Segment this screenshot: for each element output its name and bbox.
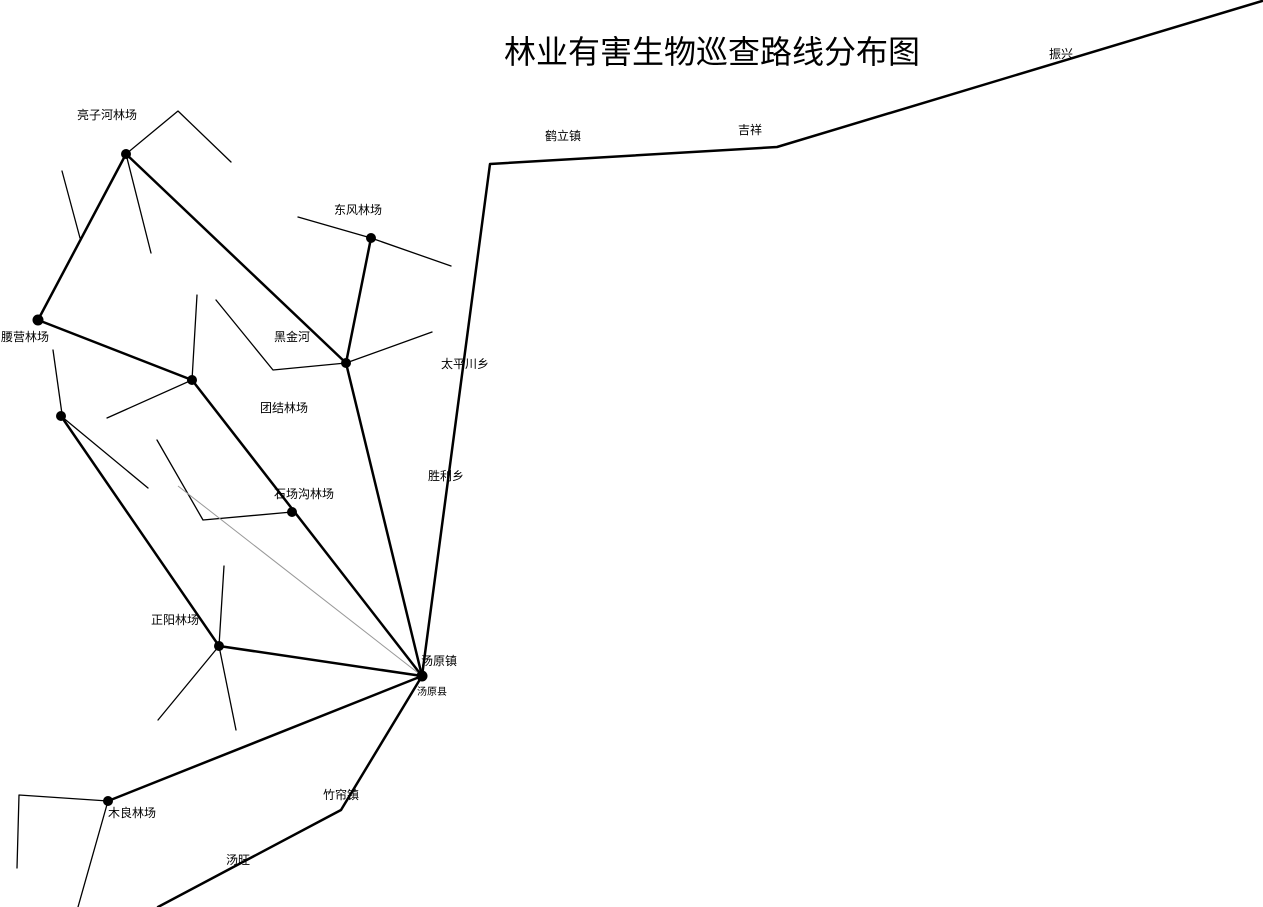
node-heijinhe bbox=[341, 358, 351, 368]
label-taipingchuan: 太平川乡 bbox=[441, 356, 489, 371]
label-zhengyang: 正阳林场 bbox=[151, 613, 199, 627]
label-shengli: 胜利乡 bbox=[428, 468, 464, 483]
label-shichanggou: 石场沟林场 bbox=[274, 487, 334, 501]
branch-roads bbox=[16, 110, 452, 907]
route-tangyuan-muliang bbox=[106, 674, 424, 803]
route-tangyuan-liangzihe bbox=[124, 152, 424, 678]
node-yaoying bbox=[32, 314, 44, 326]
branch-heijinhe-west bbox=[215, 299, 347, 371]
node-shichanggou bbox=[287, 507, 297, 517]
route-liangzihe-yaoying bbox=[36, 152, 424, 678]
main-routes bbox=[36, 0, 1263, 907]
label-tuanjie: 团结林场 bbox=[260, 401, 308, 415]
branch-liangzihe-ne bbox=[125, 110, 232, 163]
label-tangwang: 汤旺 bbox=[226, 853, 250, 867]
branch-liangzihe-s bbox=[125, 153, 152, 254]
branch-yaoying-se bbox=[60, 415, 149, 489]
branch-tuanjie-north bbox=[191, 294, 198, 381]
route-nodes bbox=[32, 149, 428, 806]
branch-heijinhe-east bbox=[345, 331, 433, 364]
node-liangzihe bbox=[121, 149, 131, 159]
branch-muliang-west bbox=[16, 794, 109, 869]
label-liangzihe: 亮子河林场 bbox=[77, 107, 137, 122]
branch-zhengyang-s bbox=[218, 645, 237, 731]
label-tangyuanxian: 汤原县 bbox=[417, 685, 447, 698]
node-tuanjie bbox=[187, 375, 197, 385]
label-tangyuanzhen: 汤原镇 bbox=[421, 654, 457, 668]
label-yaoying: 腰营林场 bbox=[1, 330, 49, 344]
node-dongfeng bbox=[366, 233, 376, 243]
node-tangyuan bbox=[416, 670, 428, 682]
label-helizhen: 鹤立镇 bbox=[545, 128, 581, 143]
label-jixiang: 吉祥 bbox=[738, 123, 762, 137]
branch-yaoying-south bbox=[52, 349, 63, 415]
label-heijinhe: 黑金河 bbox=[274, 329, 310, 344]
label-zhenxing: 振兴 bbox=[1049, 47, 1073, 61]
node-muliang bbox=[103, 796, 113, 806]
node-west-junction bbox=[56, 411, 66, 421]
branch-tuanjie-west bbox=[106, 379, 193, 419]
branch-zhengyang-sw bbox=[157, 645, 220, 721]
label-dongfeng: 东风林场 bbox=[334, 203, 382, 217]
branch-muliang-south bbox=[77, 800, 109, 907]
branch-shichanggou bbox=[156, 439, 293, 521]
map-title: 林业有害生物巡查路线分布图 bbox=[504, 33, 920, 71]
route-heijinhe-dongfeng bbox=[344, 236, 373, 365]
node-zhengyang bbox=[214, 641, 224, 651]
route-northeast-highway bbox=[420, 0, 1263, 678]
branch-west-spur bbox=[61, 170, 81, 239]
faint-track bbox=[177, 485, 423, 677]
branch-zhengyang-north bbox=[218, 565, 225, 647]
label-zhulian: 竹帘镇 bbox=[323, 787, 359, 802]
route-tangyuan-tangwang bbox=[156, 674, 424, 907]
place-labels: 亮子河林场 东风林场 鹤立镇 吉祥 振兴 腰营林场 黑金河 太平川乡 团结林场 … bbox=[1, 47, 1073, 867]
label-muliang: 木良林场 bbox=[108, 805, 156, 820]
